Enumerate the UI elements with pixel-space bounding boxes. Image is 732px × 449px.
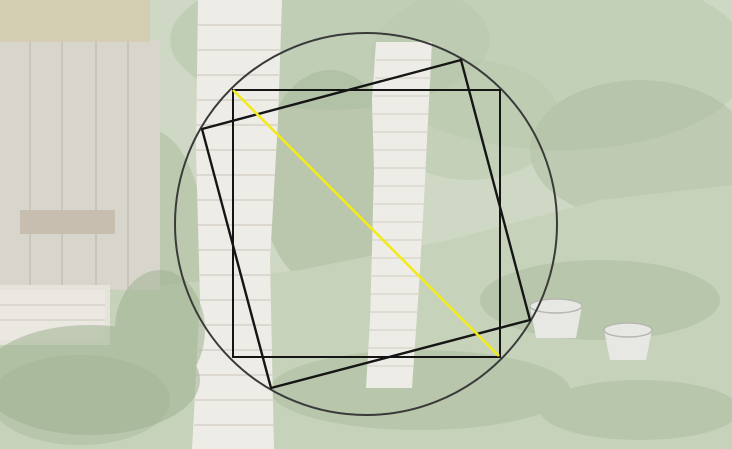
overlay-circle	[174, 32, 558, 416]
foreground-bushes	[0, 270, 205, 435]
overlay-rotated-square	[200, 58, 532, 390]
geometry-overlay	[174, 32, 558, 416]
metal-bucket-large	[529, 298, 583, 338]
wooden-fence	[0, 0, 160, 345]
overlay-square	[232, 89, 501, 358]
back-brick-pillar	[366, 42, 432, 388]
metal-bucket-small	[603, 322, 653, 360]
front-brick-pillar	[192, 0, 282, 449]
overlay-diagonal-line	[232, 89, 500, 357]
